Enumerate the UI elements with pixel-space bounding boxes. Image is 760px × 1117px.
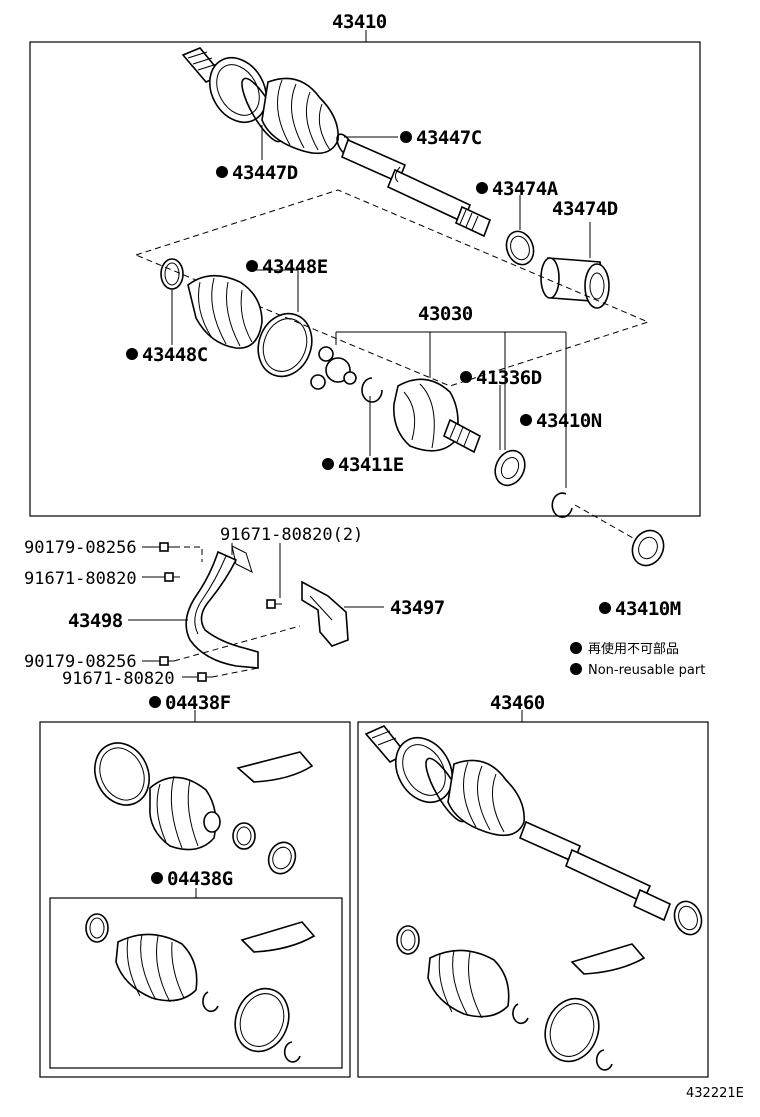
assembly-box-43410 bbox=[29, 41, 701, 517]
label-04438f: 04438F bbox=[165, 692, 231, 714]
bracket-43497[interactable] bbox=[301, 580, 349, 647]
non-reusable-dot-icon bbox=[570, 663, 582, 675]
seal-43410m[interactable] bbox=[627, 525, 669, 570]
snap-ring-43411e[interactable] bbox=[361, 377, 383, 403]
label-43410m: 43410M bbox=[615, 598, 681, 620]
non-reusable-dot-icon bbox=[599, 602, 611, 614]
label-91671-80820-a: 91671-80820 bbox=[24, 569, 137, 589]
tripod-joint[interactable] bbox=[310, 346, 357, 390]
bolt-icon[interactable] bbox=[266, 599, 282, 609]
clamp-43474a[interactable] bbox=[502, 228, 538, 269]
bolt-icon[interactable] bbox=[164, 572, 180, 582]
figure-code: 432221E bbox=[686, 1086, 744, 1101]
label-43410: 43410 bbox=[332, 11, 387, 33]
kit-box-04438f bbox=[39, 721, 351, 1078]
non-reusable-dot-icon bbox=[322, 458, 334, 470]
label-90179-08256-b: 90179-08256 bbox=[24, 652, 137, 672]
drive-shaft-43460[interactable] bbox=[364, 725, 706, 1071]
seal-41336d[interactable] bbox=[490, 446, 531, 490]
non-reusable-dot-icon bbox=[126, 348, 138, 360]
label-43410n: 43410N bbox=[536, 410, 602, 432]
bolt-icon[interactable] bbox=[159, 542, 174, 552]
boot-kit-04438f[interactable] bbox=[85, 734, 314, 877]
legend-line-1: 再使用不可部品 bbox=[588, 641, 679, 657]
bolt-icon[interactable] bbox=[197, 672, 212, 682]
label-90179-08256-a: 90179-08256 bbox=[24, 538, 137, 558]
label-91671-80820-c: 91671-80820 bbox=[62, 669, 175, 689]
label-04438g: 04438G bbox=[167, 868, 233, 890]
label-43498: 43498 bbox=[68, 610, 123, 632]
ring-43410n[interactable] bbox=[551, 492, 573, 518]
non-reusable-dot-icon bbox=[400, 131, 412, 143]
label-43474d: 43474D bbox=[552, 198, 618, 220]
non-reusable-dot-icon bbox=[570, 642, 582, 654]
non-reusable-dot-icon bbox=[460, 371, 472, 383]
drive-shaft-outer[interactable] bbox=[181, 47, 492, 238]
bolt-icon[interactable] bbox=[159, 656, 174, 666]
bracket-43498[interactable] bbox=[185, 545, 259, 669]
non-reusable-dot-icon bbox=[520, 414, 532, 426]
label-43030: 43030 bbox=[418, 303, 473, 325]
non-reusable-dot-icon bbox=[149, 696, 161, 708]
damper-43474d[interactable] bbox=[540, 257, 610, 309]
non-reusable-dot-icon bbox=[246, 260, 258, 272]
label-43447c: 43447C bbox=[416, 127, 482, 149]
inner-joint-dashed-box bbox=[134, 189, 650, 387]
non-reusable-dot-icon bbox=[476, 182, 488, 194]
label-43460: 43460 bbox=[490, 692, 545, 714]
non-reusable-dot-icon bbox=[151, 872, 163, 884]
clamp-large-boot[interactable] bbox=[250, 306, 321, 384]
legend-line-2: Non-reusable part bbox=[588, 663, 705, 678]
label-43448e: 43448E bbox=[262, 256, 328, 278]
assembly-box-43460 bbox=[357, 721, 709, 1078]
boot-43448e[interactable] bbox=[187, 274, 263, 349]
label-91671-80820-2: 91671-80820(2) bbox=[220, 525, 363, 545]
inner-joint-housing-43030[interactable] bbox=[393, 378, 481, 454]
label-43474a: 43474A bbox=[492, 178, 559, 200]
label-43497: 43497 bbox=[390, 597, 445, 619]
label-43448c: 43448C bbox=[142, 344, 208, 366]
clamp-43448c[interactable] bbox=[160, 258, 184, 290]
boot-kit-04438g[interactable] bbox=[85, 913, 316, 1063]
non-reusable-dot-icon bbox=[216, 166, 228, 178]
label-43447d: 43447D bbox=[232, 162, 298, 184]
label-41336d: 41336D bbox=[476, 367, 542, 389]
label-43411e: 43411E bbox=[338, 454, 404, 476]
